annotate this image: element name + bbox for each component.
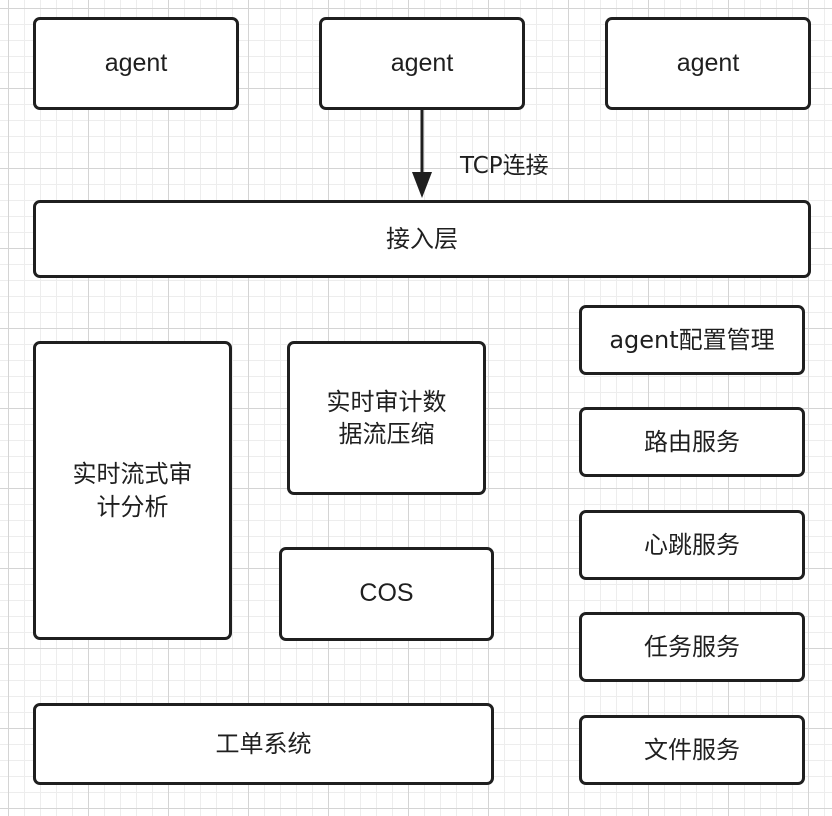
service-node-heartbeat: 心跳服务 <box>579 510 805 580</box>
stream-audit-node: 实时流式审 计分析 <box>33 341 232 640</box>
ticket-system-label: 工单系统 <box>215 729 312 758</box>
agent-node-3-label: agent <box>676 48 740 77</box>
compress-line-1: 实时审计数 <box>326 387 447 416</box>
agent-node-2-label: agent <box>390 48 454 77</box>
service-label-task: 任务服务 <box>644 632 740 661</box>
stream-audit-line-2: 计分析 <box>96 492 169 521</box>
cos-node: COS <box>279 547 494 641</box>
compress-node: 实时审计数 据流压缩 <box>287 341 486 495</box>
service-label-heartbeat: 心跳服务 <box>644 530 740 559</box>
service-label-agent-config: agent配置管理 <box>609 325 775 354</box>
stream-audit-line-1: 实时流式审 <box>72 460 193 489</box>
agent-node-1-label: agent <box>104 48 168 77</box>
service-node-routing: 路由服务 <box>579 407 805 477</box>
service-label-routing: 路由服务 <box>644 427 740 456</box>
access-layer-label: 接入层 <box>386 224 458 253</box>
agent-node-1: agent <box>33 17 239 110</box>
agent-node-3: agent <box>605 17 811 110</box>
agent-node-2: agent <box>319 17 525 110</box>
cos-label: COS <box>359 579 414 608</box>
service-node-file: 文件服务 <box>579 715 805 785</box>
access-layer-node: 接入层 <box>33 200 811 278</box>
tcp-connection-label: TCP连接 <box>460 153 549 179</box>
compress-line-2: 据流压缩 <box>338 420 435 448</box>
service-node-agent-config: agent配置管理 <box>579 305 805 375</box>
service-label-file: 文件服务 <box>644 735 740 764</box>
service-node-task: 任务服务 <box>579 612 805 682</box>
ticket-system-node: 工单系统 <box>33 703 494 785</box>
